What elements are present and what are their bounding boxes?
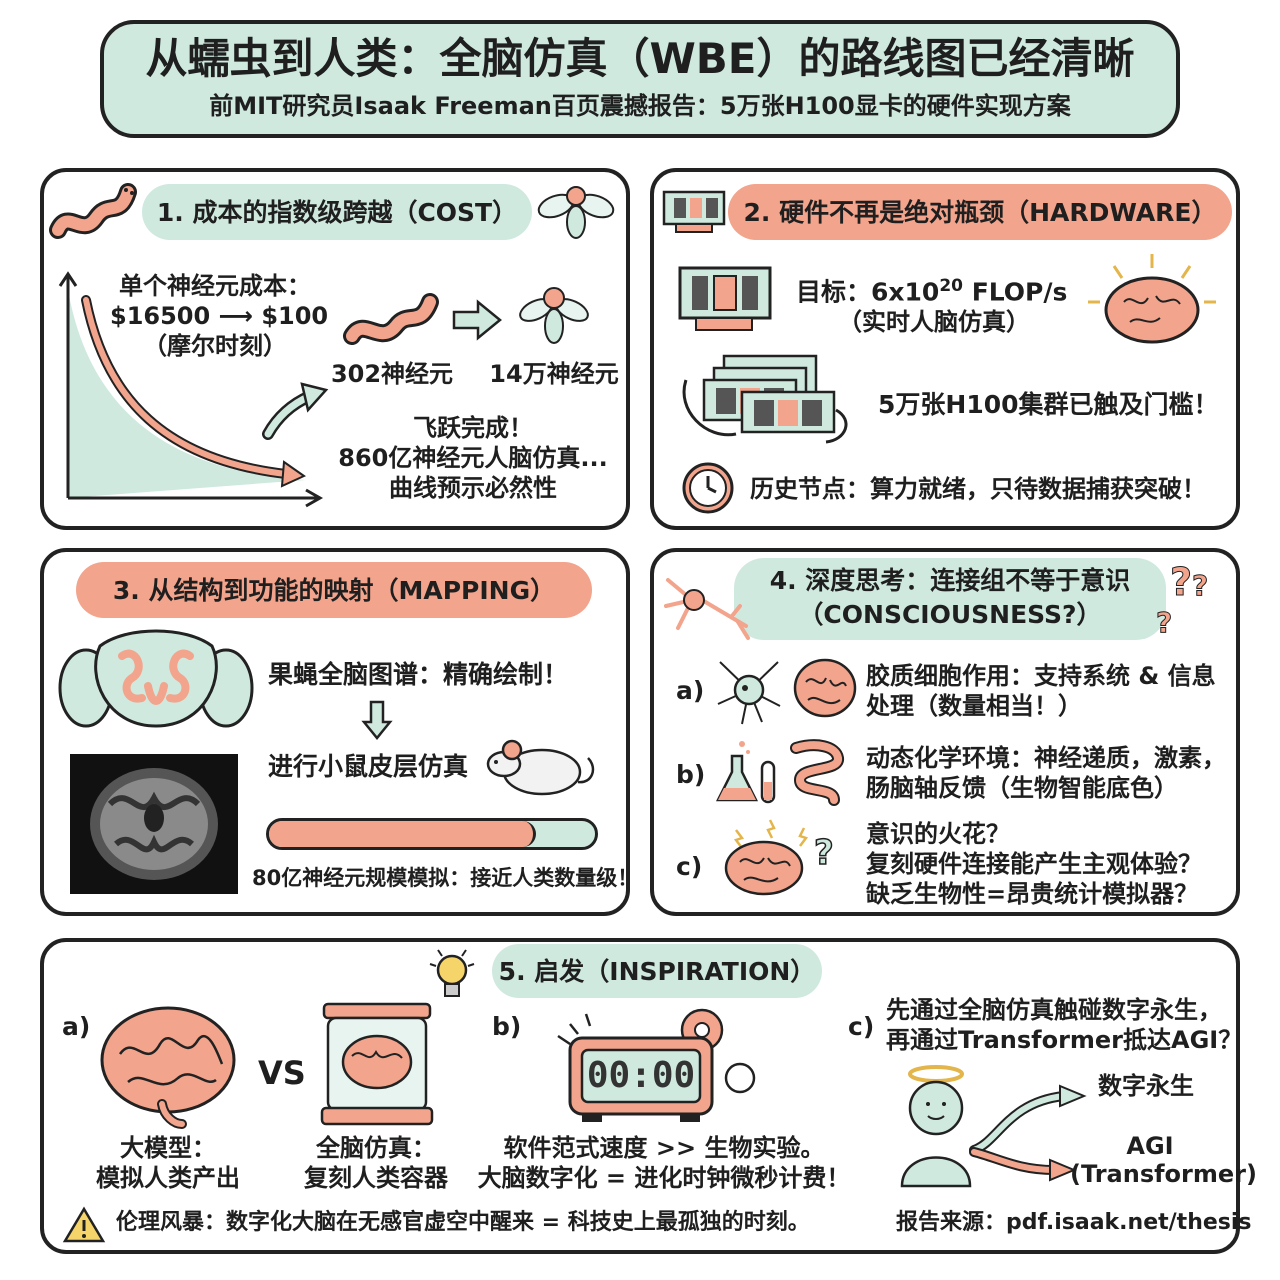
item-c-line2: 复刻硬件连接能产生主观体验？ [866, 850, 1202, 878]
down-arrow-icon [361, 700, 393, 740]
curve-inevitability-text: 曲线预示必然性 [389, 474, 557, 502]
moore-moment-label: （摩尔时刻） [143, 332, 287, 360]
item-a-line2: 处理（数量相当！） [866, 692, 1082, 720]
clock-display-text: 00:00 [586, 1055, 696, 1096]
item-c-marker: c) [676, 852, 703, 881]
clock-icon [682, 462, 734, 514]
mri-scan-image [70, 754, 238, 894]
part-c-marker: c) [848, 1012, 875, 1041]
question-marks-icon: ?? [1169, 560, 1209, 605]
spark-brain-icon: ? [724, 819, 834, 896]
item-c-line3: 缺乏生物性=昂贵统计模拟器？ [866, 880, 1199, 908]
item-a-marker: a) [676, 676, 705, 705]
digital-clock-icon [557, 1008, 756, 1122]
title-banner [100, 20, 1180, 138]
llm-label-line2: 模拟人类产出 [96, 1164, 240, 1192]
software-speed-text: 软件范式速度 >> 生物实验。 [503, 1134, 825, 1162]
page-title: 从蠕虫到人类：全脑仿真（WBE）的路线图已经清晰 [145, 34, 1135, 83]
gpu-card-icon [662, 190, 726, 233]
digital-immortality-question-line1: 先通过全脑仿真触碰数字永生， [886, 996, 1222, 1024]
lightbulb-icon [429, 949, 475, 997]
evolution-clock-text: 大脑数字化 = 进化时钟微秒计费！ [477, 1164, 851, 1192]
brain-llm-icon [100, 1006, 236, 1129]
item-c-line1: 意识的火花？ [866, 820, 1010, 848]
worm-neuron-count: 302神经元 [330, 360, 454, 388]
part-a-marker: a) [62, 1012, 91, 1041]
section-consciousness-heading [734, 558, 1166, 640]
neuron-icon [664, 578, 750, 640]
consciousness-heading-line2: （CONSCIOUSNESS?） [798, 600, 1102, 629]
question-mark-icon: ? [1155, 606, 1173, 640]
page-subtitle: 前MIT研究员Isaak Freeman百页震撼报告：5万张H100显卡的硬件实… [209, 92, 1071, 120]
simulation-scale-text: 80亿神经元规模模拟：接近人类数量级！ [252, 866, 639, 890]
wbe-label-line1: 全脑仿真： [316, 1134, 436, 1162]
llm-label-line1: 大模型： [120, 1134, 216, 1162]
worm-icon [343, 293, 439, 345]
report-source-text: 报告来源：pdf.isaak.net/thesis [896, 1210, 1252, 1235]
fly-brain-map-icon [58, 629, 254, 728]
part-b-marker: b) [492, 1012, 522, 1041]
item-b-line2: 肠脑轴反馈（生物智能底色） [866, 774, 1178, 802]
simulation-progress-bar [266, 818, 598, 850]
item-a-line1: 胶质细胞作用：支持系统 & 信息 [866, 662, 1216, 690]
realtime-brain-note: （实时人脑仿真） [838, 308, 1030, 336]
path-agi-line1: AGI [1126, 1132, 1174, 1160]
target-flops-exponent: 20 [939, 276, 963, 296]
ethics-warning-text: 伦理风暴：数字化大脑在无感官虚空中醒来 = 科技史上最孤独的时刻。 [116, 1210, 810, 1235]
neuron-cost-label: 单个神经元成本： [119, 272, 311, 300]
wbe-label-line2: 复刻人类容器 [304, 1164, 448, 1192]
digital-immortality-question-line2: 再通过Transformer抵达AGI？ [886, 1026, 1243, 1054]
gpu-card-icon [678, 266, 772, 331]
h100-cluster-text: 5万张H100集群已触及门槛！ [878, 390, 1219, 419]
right-arrow-icon [452, 299, 502, 341]
human-brain-neurons-text: 860亿神经元人脑仿真... [338, 444, 608, 472]
brain-in-jar-icon [320, 1002, 434, 1126]
fruit-fly-icon [537, 186, 615, 239]
path-digital-immortality: 数字永生 [1098, 1072, 1194, 1100]
intestine-icon [790, 739, 844, 806]
target-flops-text: 目标：6x1020 FLOP/s [796, 276, 1068, 307]
svg-text:?: ? [814, 833, 834, 873]
section-mapping-heading: 3. 从结构到功能的映射（MAPPING） [76, 562, 592, 618]
leap-complete-text: 飞跃完成！ [413, 414, 533, 442]
cost-decline-chart [58, 271, 324, 508]
milestone-text: 历史节点：算力就绪，只待数据捕获突破！ [750, 475, 1206, 503]
fly-connectome-text: 果蝇全脑图谱：精确绘制！ [268, 660, 569, 689]
glowing-brain-icon [1088, 254, 1216, 344]
glial-cell-icon [717, 661, 781, 725]
section-inspiration-heading: 5. 启发（INSPIRATION） [492, 944, 822, 998]
simulation-progress-fill [269, 821, 537, 847]
section-hardware-heading: 2. 硬件不再是绝对瓶颈（HARDWARE） [728, 184, 1232, 240]
fruit-fly-icon [519, 287, 589, 344]
gpu-cluster-icon [682, 354, 848, 444]
growth-arrow-icon [262, 382, 329, 440]
item-b-line1: 动态化学环境：神经递质，激素， [866, 744, 1226, 772]
angel-figure-icon [900, 1065, 1087, 1188]
neuron-cost-values: $16500 ⟶ $100 [110, 302, 329, 330]
flask-icon [715, 741, 776, 804]
mouse-cortex-text: 进行小鼠皮层仿真 [268, 752, 469, 781]
fly-neuron-count: 14万神经元 [489, 360, 619, 388]
vs-label: VS [258, 1054, 306, 1092]
consciousness-heading-line1: 4. 深度思考：连接组不等于意识 [769, 566, 1131, 595]
warning-icon [62, 1206, 106, 1243]
item-b-marker: b) [676, 760, 706, 789]
section-cost-heading: 1. 成本的指数级跨越（COST） [142, 184, 532, 240]
path-agi-line2: (Transformer) [1070, 1160, 1257, 1188]
mouse-icon [486, 739, 595, 796]
worm-icon [49, 183, 137, 239]
brain-icon [793, 658, 857, 718]
